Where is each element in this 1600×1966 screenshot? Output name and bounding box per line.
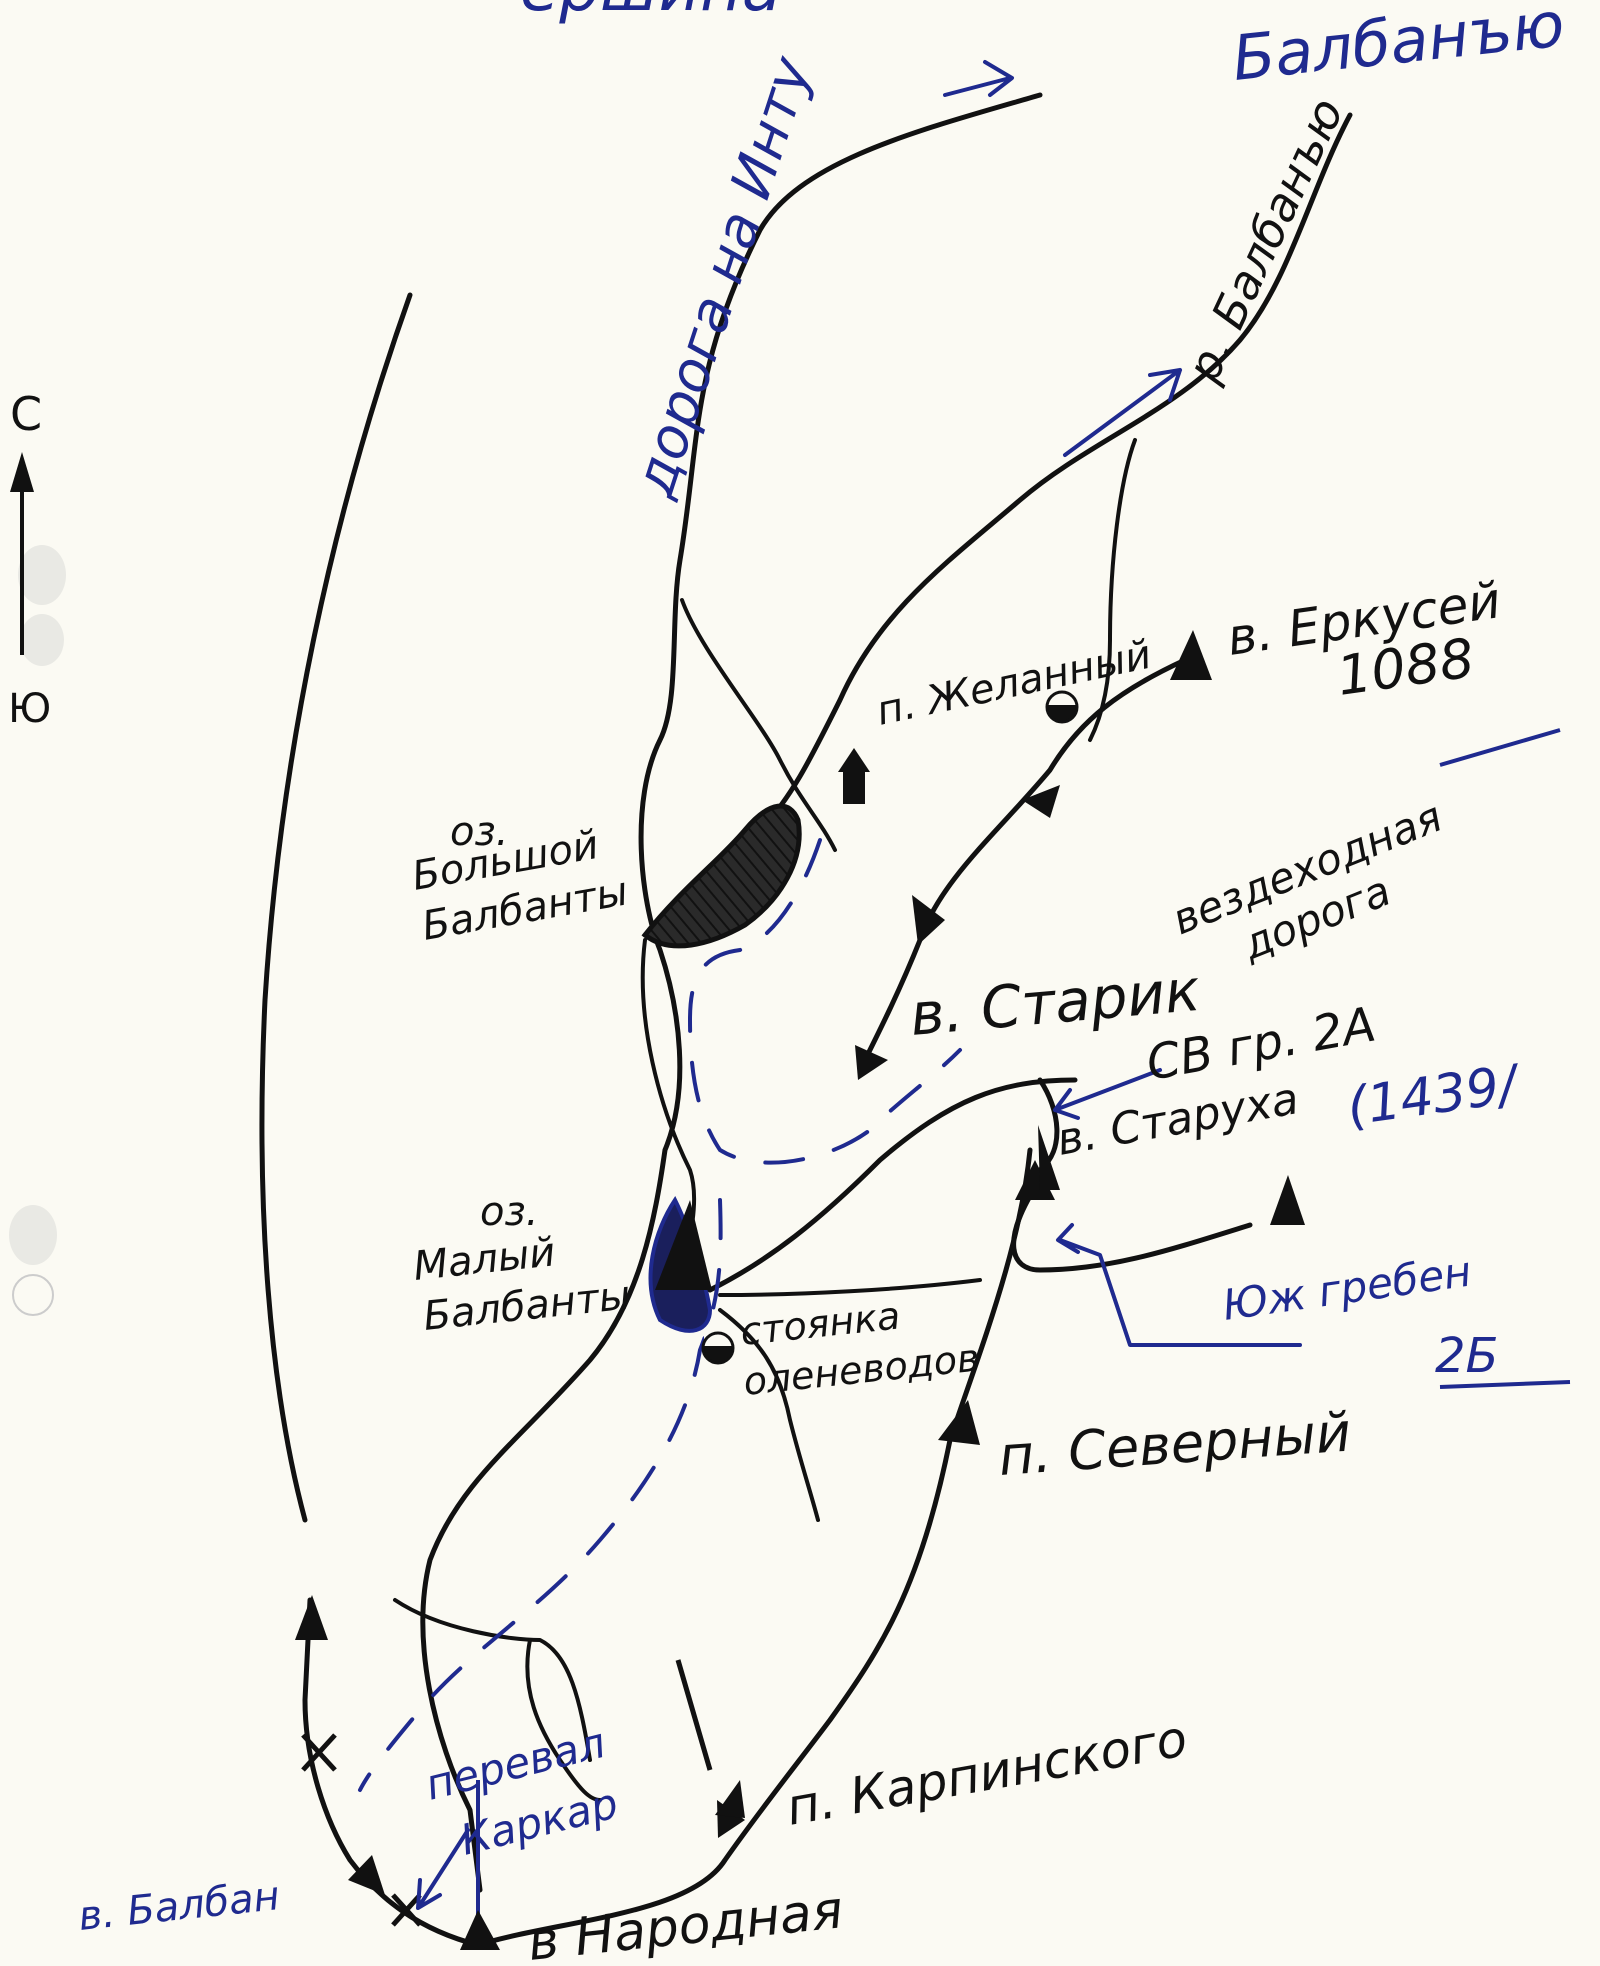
label-river-balbanyu: р. Балбанъю [1176,90,1354,391]
west-ridge-line [259,292,413,1523]
compass: С Ю [8,387,51,732]
top-partial-text-left: ершина [520,0,781,26]
compass-north-label: С [10,387,42,441]
label-route-yu-1: Юж гребен [1220,1247,1475,1330]
stream-to-lake [680,598,837,852]
lower-stream-west [393,1598,592,1762]
peak-starukha-icon [1038,1125,1060,1190]
camp-herders-icon [701,1331,735,1365]
lake-bolshoy-balbanty [641,803,802,949]
compass-north-arrow-icon [10,452,34,492]
route-arrow-icon [1022,785,1060,818]
arrow-yu-route-icon [1056,1223,1302,1347]
arrow-karkar-icon [416,1828,470,1910]
underline-vezdekhod [1439,728,1561,767]
route-arrow-icon [295,1595,328,1640]
top-partial-text-right: Балбанъю [1229,0,1568,95]
label-peak-starukha-height: (1439/ [1343,1054,1525,1138]
outflow-stream-east [707,1077,1078,1293]
label-peak-balban: в. Балбан [76,1873,282,1940]
route-arrow-icon [912,895,945,945]
underline-2b [1439,1380,1571,1389]
label-pass-karpinskogo: п. Карпинского [782,1709,1191,1837]
arrow-sv-route-icon [1053,1068,1162,1120]
label-route-yu-2: 2Б [1435,1328,1498,1384]
peak-erkusey-icon [1170,630,1212,680]
label-lake-maly-1: оз. [480,1189,538,1235]
arrow-road-inta-icon [943,60,1014,97]
vezdekhod-road-lower-dashed [358,1198,723,1792]
pass-zhelanny-icon [838,748,870,804]
route-narodnaya-starukha [475,1147,1033,1948]
compass-south-label: Ю [8,686,51,732]
vezdekhod-road-dashed [687,838,962,1165]
pass-marker-circle-icon [1045,690,1079,724]
label-lake-maly-2: Малый [411,1229,557,1290]
route-erkusey-starik [857,657,1188,1073]
river-branch-east [1088,438,1137,742]
peak-maly-icon [655,1200,712,1290]
peak-narodnaya-icon [460,1910,500,1950]
peak-small-east-icon [1270,1175,1305,1225]
cross-marker-icon [391,1893,422,1927]
punch-holes [9,545,66,1316]
lower-stream-mid [525,1638,602,1802]
cross-marker-icon [301,1733,337,1772]
karpinskogo-marker [675,1659,713,1771]
river-balbanyu [757,112,1353,833]
label-lake-bolshoy-1: оз. [450,809,508,855]
route-arrow-icon [938,1400,980,1445]
route-arrow-icon [348,1855,385,1895]
label-pass-zhelanny: п. Желанный [873,632,1156,735]
road-to-inta [420,92,1043,1893]
peak-karpinskogo-icon [715,1780,745,1818]
label-pass-severny: п. Северный [997,1401,1353,1488]
route-arrow-icon [855,1045,888,1080]
outflow-stream-south [718,1308,820,1522]
arrow-to-river-icon [1063,368,1182,457]
outflow-stream-branch [718,1278,982,1297]
label-road-inta: дорога на Инту [621,48,825,505]
